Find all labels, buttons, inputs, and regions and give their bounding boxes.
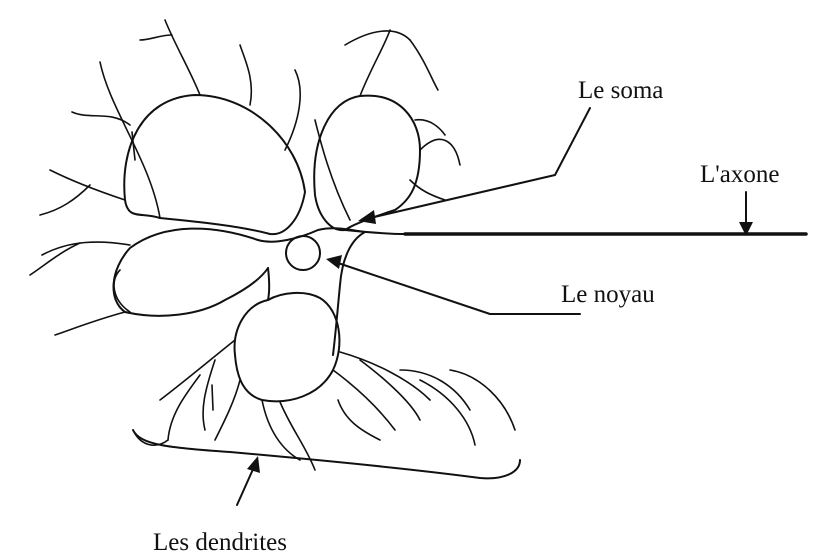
dendrite	[42, 242, 130, 255]
dendrite	[50, 170, 125, 200]
lobe-bottom-center	[235, 293, 340, 401]
dendrite	[140, 35, 172, 40]
dendrite	[240, 45, 251, 105]
label-nucleus: Le noyau	[561, 281, 655, 308]
dendrite	[420, 380, 475, 445]
soma-leader-line	[370, 108, 590, 218]
dendrite	[345, 31, 410, 45]
label-axon: L'axone	[700, 161, 779, 188]
dendrites-arrowhead	[247, 456, 260, 473]
dendrite	[285, 70, 300, 150]
nucleus-circle	[286, 236, 320, 270]
dendrite	[400, 370, 470, 410]
lobe-upper-left	[124, 95, 305, 234]
dendrite	[160, 340, 235, 400]
dendrite	[340, 352, 430, 400]
cell-body	[114, 95, 420, 401]
dendrite	[415, 120, 445, 135]
dendrites	[30, 20, 515, 470]
nucleus-arrowhead	[326, 255, 342, 269]
dendrite	[30, 243, 80, 275]
dendrite	[333, 370, 395, 430]
dendrite	[360, 30, 390, 96]
lobe-left-middle	[114, 229, 268, 316]
label-soma: Le soma	[578, 77, 663, 104]
soma-center-right	[333, 232, 365, 355]
dendrite	[212, 385, 213, 410]
dendrite	[215, 380, 240, 440]
label-dendrites: Les dendrites	[153, 529, 287, 556]
dendrites-bracket	[133, 430, 520, 478]
dendrite	[40, 185, 90, 215]
dendrite	[203, 360, 215, 430]
dendrite	[410, 40, 438, 90]
dendrite	[55, 312, 125, 335]
dendrite	[420, 139, 460, 165]
dendrite	[360, 360, 420, 420]
soma-center-left	[268, 268, 269, 300]
nucleus-leader-line	[338, 263, 580, 314]
axon	[345, 230, 806, 234]
dendrite	[450, 370, 515, 430]
dendrite	[168, 375, 200, 440]
dendrites-leader-line	[237, 467, 254, 505]
dendrite	[165, 20, 200, 95]
axon-hillock	[345, 230, 405, 234]
dendrite	[114, 270, 130, 312]
